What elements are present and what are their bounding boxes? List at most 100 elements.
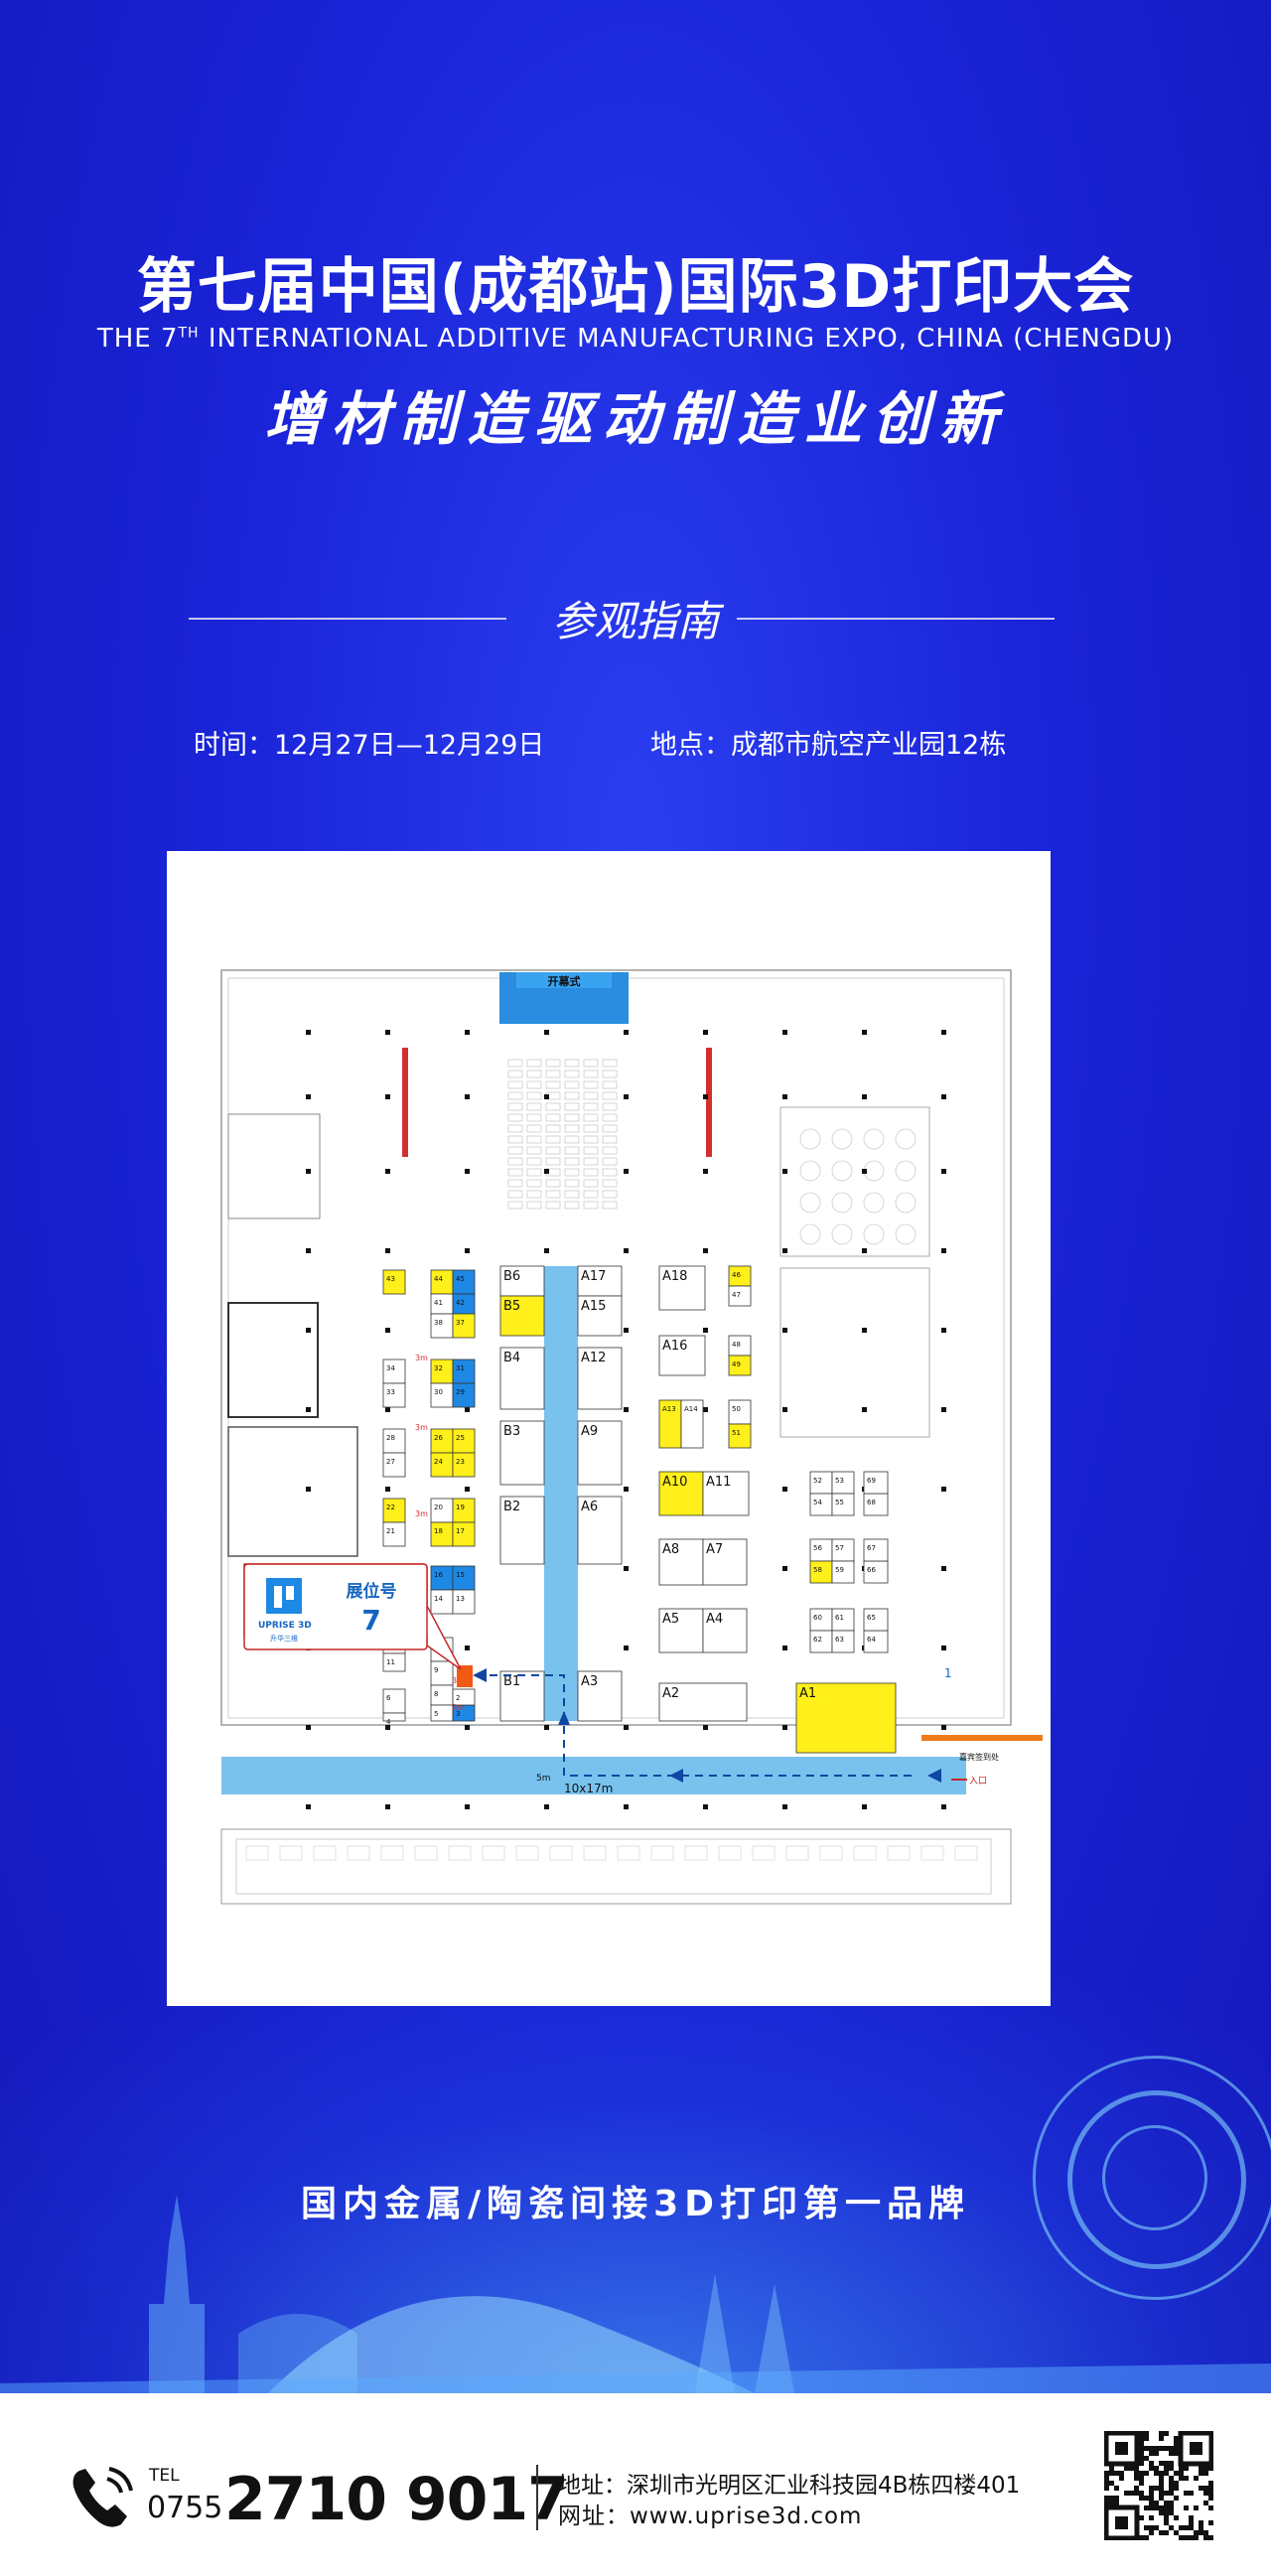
qr-module — [1164, 2461, 1169, 2466]
booth[interactable] — [863, 1471, 889, 1495]
column-marker — [306, 1248, 311, 1253]
seat-row — [602, 1059, 618, 1068]
seat-row — [602, 1190, 618, 1199]
booth[interactable] — [658, 1538, 704, 1586]
booth[interactable] — [382, 1652, 406, 1672]
booth-label: B1 — [503, 1674, 520, 1689]
booth-label: 38 — [434, 1319, 443, 1327]
booth[interactable] — [452, 1452, 476, 1478]
booth[interactable] — [577, 1265, 623, 1297]
booth[interactable] — [499, 1496, 545, 1565]
column-marker — [624, 1248, 629, 1253]
seat-row — [564, 1146, 580, 1155]
qr-module — [1174, 2451, 1179, 2456]
qr-module — [1144, 2496, 1149, 2501]
qr-module — [1144, 2471, 1149, 2476]
booth[interactable] — [499, 1670, 545, 1722]
booth[interactable] — [499, 1347, 545, 1410]
company-website[interactable]: 网址：www.uprise3d.com — [558, 2504, 863, 2529]
seat-row — [602, 1124, 618, 1133]
booth[interactable] — [658, 1471, 704, 1516]
booth-label: 59 — [835, 1566, 844, 1574]
booth[interactable] — [499, 1420, 545, 1486]
booth[interactable] — [499, 1265, 545, 1297]
right-lounge — [779, 1106, 930, 1257]
booth[interactable] — [831, 1493, 855, 1516]
booth[interactable] — [577, 1295, 623, 1337]
booth[interactable] — [577, 1496, 623, 1565]
booth[interactable] — [702, 1471, 750, 1516]
booth[interactable] — [795, 1682, 897, 1754]
qr-module — [1139, 2476, 1144, 2481]
qr-module — [1179, 2535, 1184, 2540]
booth[interactable] — [499, 1295, 545, 1337]
qr-module — [1169, 2525, 1174, 2530]
column-marker — [385, 1725, 390, 1730]
booth[interactable] — [831, 1630, 855, 1653]
booth[interactable] — [702, 1538, 748, 1586]
booth[interactable] — [658, 1265, 706, 1311]
booth-label: 17 — [456, 1527, 465, 1535]
booth[interactable] — [863, 1608, 889, 1632]
seat-row — [526, 1070, 542, 1078]
booth[interactable] — [831, 1560, 855, 1584]
qr-module — [1208, 2496, 1213, 2501]
booth[interactable] — [728, 1423, 752, 1449]
booth-callout[interactable]: UPRISE 3D 升华三维 展位号 7 — [243, 1563, 462, 1670]
qr-module — [1164, 2530, 1169, 2535]
booth[interactable] — [680, 1399, 704, 1449]
qr-module — [1104, 2471, 1109, 2476]
seat-row — [583, 1201, 599, 1210]
booth[interactable] — [658, 1608, 704, 1653]
seat-row — [602, 1113, 618, 1122]
booth[interactable] — [577, 1347, 623, 1410]
booth[interactable] — [702, 1608, 748, 1653]
booth-label: 57 — [835, 1544, 844, 1552]
booth[interactable] — [577, 1420, 623, 1486]
round-table — [799, 1128, 821, 1150]
booth-label: 64 — [867, 1636, 876, 1644]
qr-module — [1114, 2496, 1119, 2501]
qr-module — [1144, 2456, 1149, 2461]
uprise-logo-cn: 升华三维 — [270, 1634, 298, 1643]
column-marker — [465, 1094, 470, 1099]
event-title-english: THE 7TH INTERNATIONAL ADDITIVE MANUFACTU… — [0, 324, 1271, 354]
column-marker — [941, 1094, 946, 1099]
booth[interactable] — [577, 1670, 623, 1722]
booth[interactable] — [728, 1355, 752, 1376]
seat-row — [545, 1135, 561, 1144]
qr-module — [1134, 2486, 1139, 2491]
booth[interactable] — [452, 1313, 476, 1339]
qr-code[interactable] — [1104, 2431, 1213, 2540]
route-arrow — [927, 1769, 941, 1783]
booth-label: A2 — [662, 1686, 679, 1701]
booth[interactable] — [452, 1589, 476, 1615]
qr-module — [1149, 2515, 1154, 2520]
booth-label: 6 — [386, 1694, 391, 1702]
qr-module — [1194, 2530, 1199, 2535]
qr-module — [1174, 2446, 1179, 2451]
service-room — [515, 1845, 539, 1861]
booth[interactable] — [728, 1285, 752, 1307]
booth[interactable] — [382, 1269, 406, 1295]
qr-module — [1159, 2496, 1164, 2501]
highlighted-booth[interactable] — [457, 1665, 473, 1687]
footer-slogan: 国内金属/陶瓷间接3D打印第一品牌 — [300, 2184, 971, 2224]
booth[interactable] — [658, 1335, 706, 1376]
booth[interactable] — [382, 1382, 406, 1408]
seat-row — [507, 1124, 523, 1133]
booth-label: 53 — [835, 1477, 844, 1485]
booth[interactable] — [382, 1521, 406, 1547]
booth[interactable] — [452, 1382, 476, 1408]
seat-row — [564, 1091, 580, 1100]
booth[interactable] — [452, 1521, 476, 1547]
guide-divider-left — [189, 618, 506, 620]
booth[interactable] — [863, 1538, 889, 1562]
booth[interactable] — [658, 1682, 748, 1722]
booth[interactable] — [452, 1688, 476, 1706]
booth[interactable] — [382, 1712, 406, 1722]
column-marker — [624, 1169, 629, 1174]
booth[interactable] — [382, 1452, 406, 1478]
qr-module — [1159, 2476, 1164, 2481]
